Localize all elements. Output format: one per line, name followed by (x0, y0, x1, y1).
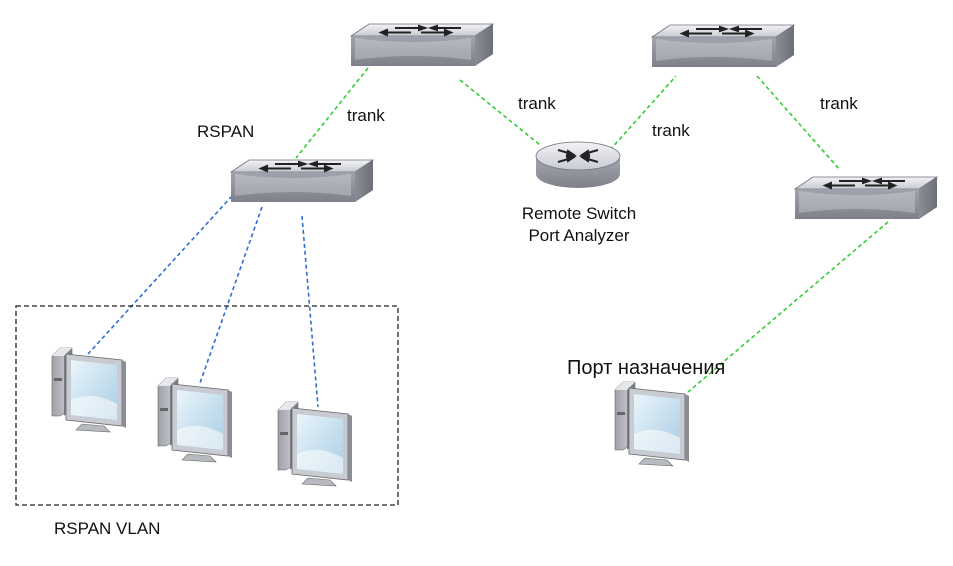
switch-icon[interactable] (230, 159, 374, 203)
router-icon[interactable] (535, 141, 621, 189)
trunk-link (687, 221, 889, 393)
switch-icon[interactable] (794, 176, 938, 220)
trunk-label: trank (820, 94, 858, 113)
workstation-icon[interactable] (157, 377, 233, 463)
workstation-icon[interactable] (51, 347, 127, 433)
access-links (87, 195, 319, 408)
trunk-link (609, 75, 677, 151)
access-link (301, 215, 319, 408)
switch-icon[interactable] (651, 24, 795, 68)
workstation-icon[interactable] (614, 381, 690, 467)
rspan-vlan-box (15, 305, 399, 506)
trunk-links (295, 67, 889, 393)
trunk-label: trank (652, 121, 690, 140)
trunk-link (295, 67, 369, 159)
analyzer-label-line1: Remote Switch (522, 204, 636, 223)
access-link (87, 195, 233, 355)
trunk-label: trank (347, 106, 385, 125)
trunk-link (459, 79, 541, 146)
access-link (199, 206, 263, 384)
analyzer-label-line2: Port Analyzer (528, 226, 629, 245)
destination-port-label: Порт назначения (567, 357, 725, 379)
trunk-label: trank (518, 94, 556, 113)
rspan-label: RSPAN (197, 122, 254, 141)
workstation-icon[interactable] (277, 401, 353, 487)
rspan-vlan-label: RSPAN VLAN (54, 519, 160, 538)
switch-icon[interactable] (350, 23, 494, 67)
trunk-link (756, 75, 841, 171)
